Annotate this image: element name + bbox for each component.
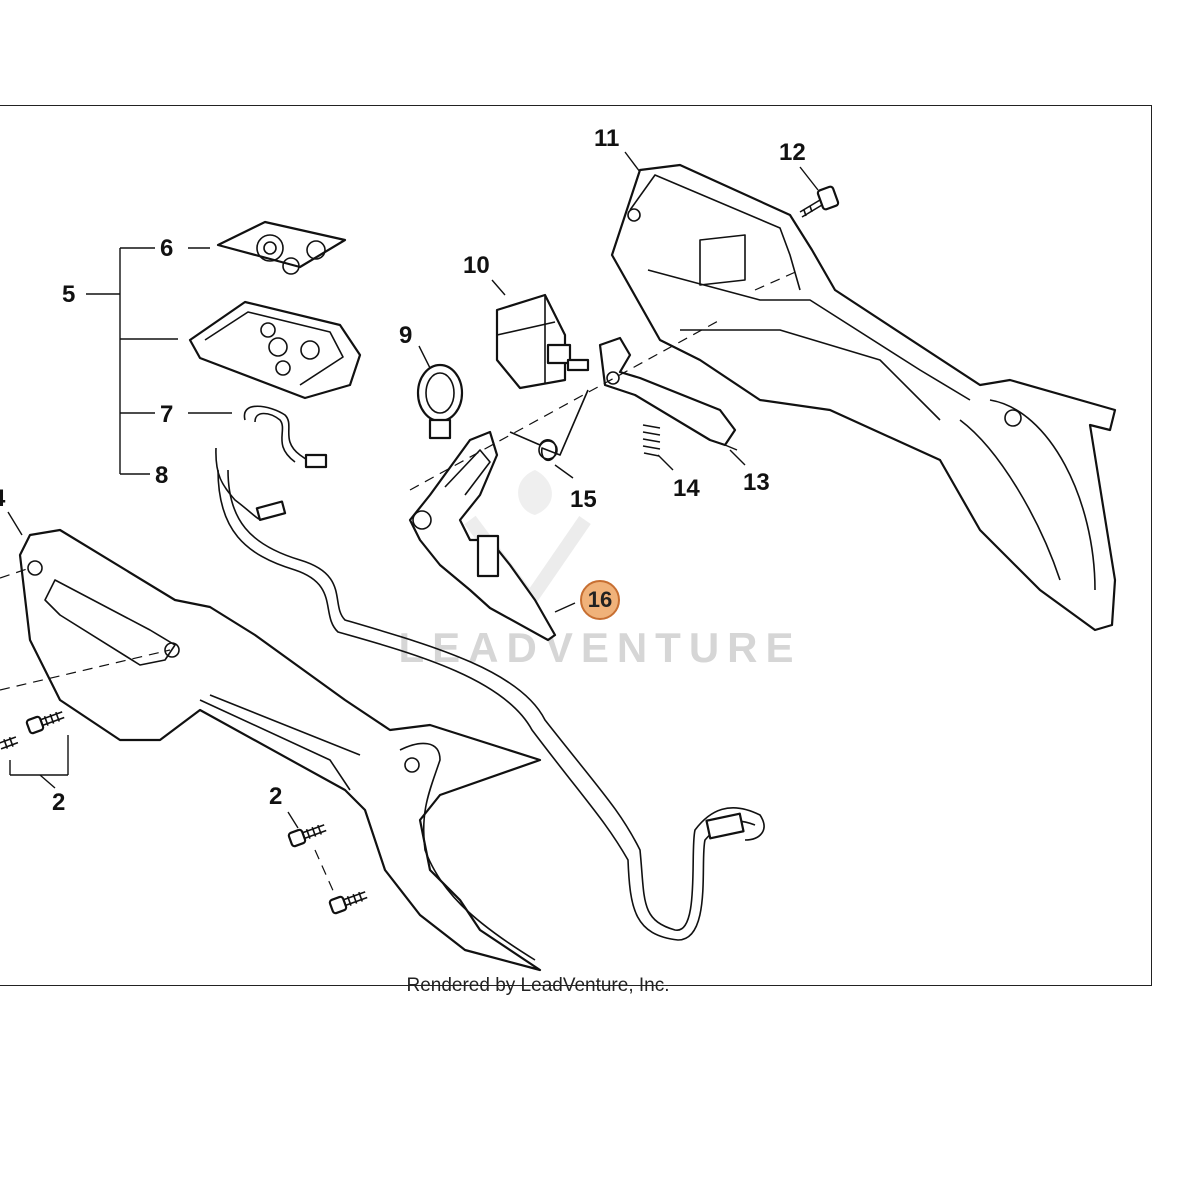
part-15-spring: [509, 389, 589, 462]
callout-labels: 11 12 6 10 5 9 7 8 15 14 13 4 2 2: [0, 125, 806, 816]
watermark-text: LEADVENTURE: [398, 624, 802, 671]
callout-14: 14: [673, 475, 700, 502]
credit-text: Rendered by LeadVenture, Inc.: [406, 975, 670, 996]
callout-7: 7: [160, 401, 173, 428]
callout-2-left: 2: [52, 789, 65, 816]
part-4-handle: [18, 528, 542, 972]
part-16-lever: [408, 430, 557, 642]
callout-4: 4: [0, 485, 6, 512]
callout-16-highlight[interactable]: 16: [580, 580, 620, 620]
callout-13: 13: [743, 469, 770, 496]
part-9-clamp: [416, 363, 464, 440]
part-10-switch: [495, 293, 590, 390]
part-14-spring: [642, 424, 661, 457]
group-5-bracket: [86, 247, 232, 475]
diagram-frame: [0, 105, 1152, 986]
part-12-screw: [799, 185, 840, 218]
callout-9: 9: [399, 322, 412, 349]
part-13-trigger: [598, 336, 737, 447]
part-7-cable: [243, 405, 328, 469]
callout-5: 5: [62, 281, 75, 308]
callout-12: 12: [779, 139, 806, 166]
leader-lines: [7, 151, 819, 829]
callout-11: 11: [594, 125, 619, 152]
part-2-screws: [0, 711, 368, 915]
part-8-harness: [215, 447, 765, 941]
assembly-lines: [0, 269, 801, 896]
part-11-housing: [610, 163, 1117, 632]
callout-6: 6: [160, 235, 173, 262]
callout-2-center: 2: [269, 783, 282, 810]
part-5-keypad: [188, 300, 362, 400]
callout-15: 15: [570, 486, 597, 513]
callout-8: 8: [155, 462, 168, 489]
part-6-membrane: [216, 220, 347, 275]
callout-10: 10: [463, 252, 490, 279]
